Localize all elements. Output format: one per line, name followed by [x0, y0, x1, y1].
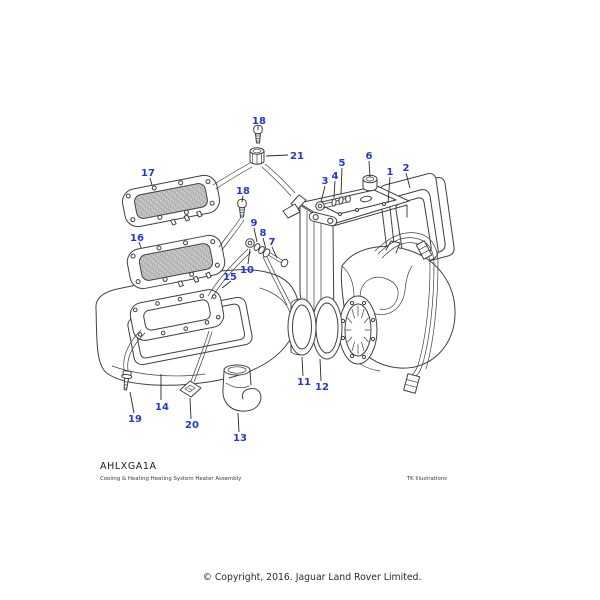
- callout-part-16[interactable]: 16: [130, 233, 144, 244]
- callout-part-13[interactable]: 13: [233, 433, 247, 444]
- callout-part-9[interactable]: 9: [251, 218, 258, 229]
- callout-part-8[interactable]: 8: [260, 228, 267, 239]
- callout-part-11[interactable]: 11: [297, 377, 311, 388]
- callout-part-5[interactable]: 5: [339, 158, 346, 169]
- callout-labels: 1 2 3 4 5 6 7 8 9 10 11 12 13 14 15 16 1…: [128, 116, 409, 444]
- outlet-collar-11: [287, 298, 317, 356]
- callout-part-2[interactable]: 2: [403, 163, 410, 174]
- harness-connector-bottom: [403, 373, 421, 394]
- callout-leaders: [129, 126, 411, 433]
- callout-part-1[interactable]: 1: [387, 167, 394, 178]
- callout-part-4[interactable]: 4: [332, 171, 339, 182]
- callout-part-12[interactable]: 12: [315, 382, 329, 393]
- cable-clip-20: [179, 380, 202, 398]
- callout-part-17[interactable]: 17: [141, 168, 155, 179]
- grille-panel-16: [126, 234, 226, 290]
- grommet-21: [249, 147, 265, 165]
- valve-assembly-7-8-9-10: [245, 238, 289, 268]
- fan-inlet: [338, 295, 378, 365]
- control-cables: [123, 162, 296, 383]
- mounting-bolt-3-4-5: [315, 195, 351, 211]
- illustrator-credit: TK Illustrations: [406, 476, 447, 482]
- callout-part-6[interactable]: 6: [366, 151, 373, 162]
- grille-panel-17: [121, 174, 221, 228]
- callout-part-19[interactable]: 19: [128, 414, 142, 425]
- callout-part-15[interactable]: 15: [223, 272, 237, 283]
- figure-description: Cooling & Heating Heating System Heater …: [100, 476, 242, 482]
- wiring-harness: [359, 232, 439, 379]
- sensor-screw-19: [121, 370, 133, 391]
- harness-connector-top: [415, 240, 433, 260]
- callout-part-18-top[interactable]: 18: [252, 116, 266, 127]
- filler-cap-6: [362, 174, 378, 192]
- seal-ring-12: [311, 296, 343, 360]
- callout-part-20[interactable]: 20: [185, 420, 199, 431]
- callout-part-14[interactable]: 14: [155, 402, 169, 413]
- hose-elbow-13: [222, 364, 262, 412]
- figure-code: AHLXGA1A: [100, 461, 157, 472]
- gasket-15: [129, 289, 225, 341]
- callout-part-7[interactable]: 7: [269, 237, 276, 248]
- callout-part-10[interactable]: 10: [240, 265, 254, 276]
- control-lever: [308, 211, 338, 227]
- copyright-notice: © Copyright, 2016. Jaguar Land Rover Lim…: [203, 572, 422, 583]
- callout-part-3[interactable]: 3: [322, 176, 329, 187]
- callout-part-21[interactable]: 21: [290, 151, 304, 162]
- callout-part-18-mid[interactable]: 18: [236, 186, 250, 197]
